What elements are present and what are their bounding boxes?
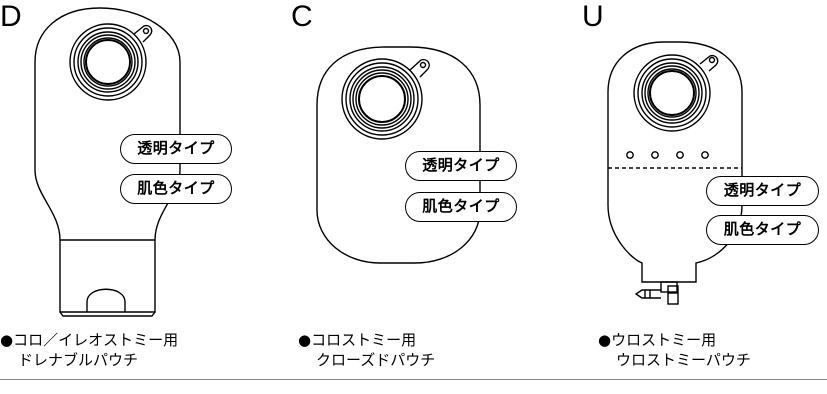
- pill-skin-type-c: 肌色タイプ: [405, 192, 517, 222]
- type-letter-c: C: [291, 0, 313, 33]
- closed-flange-ring: [341, 58, 423, 140]
- urostomy-pouch-drawing: [607, 41, 743, 305]
- caption-drainable-line1: ●コロ／イレオストミー用: [0, 331, 179, 349]
- pill-skin-type-d: 肌色タイプ: [120, 174, 232, 204]
- bottom-divider: [0, 379, 827, 380]
- drain-outlet-arch: [86, 288, 126, 312]
- urostomy-tab: [699, 54, 719, 72]
- urostomy-tab-hole: [708, 56, 716, 64]
- caption-drainable-line2: ドレナブルパウチ: [18, 351, 139, 369]
- caption-urostomy: ●ウロストミー用 ウロストミーパウチ: [598, 330, 751, 370]
- urostomy-tap-outlet: [634, 281, 679, 305]
- urostomy-pouch-outline: [607, 41, 743, 283]
- caption-closed-line2: クローズドパウチ: [316, 351, 436, 369]
- type-letter-d: D: [0, 0, 22, 33]
- urostomy-flange-ring: [633, 54, 711, 132]
- drainable-pouch-outline: [34, 7, 181, 313]
- drain-outlet-edge: [59, 311, 156, 317]
- pill-clear-type-c: 透明タイプ: [405, 151, 517, 181]
- closed-pouch-drawing: [316, 46, 481, 264]
- caption-closed-line1: ●コロストミー用: [298, 331, 417, 349]
- pill-clear-type-d: 透明タイプ: [120, 134, 232, 164]
- caption-urostomy-line1: ●ウロストミー用: [598, 331, 717, 349]
- closed-pouch-outline: [316, 46, 481, 264]
- drainable-flange-ring: [69, 23, 147, 101]
- valve-holes: [626, 151, 709, 159]
- closed-tab: [409, 58, 430, 78]
- drainable-pouch-drawing: [34, 7, 181, 317]
- closed-tab-hole: [419, 61, 427, 69]
- pill-skin-type-u: 肌色タイプ: [706, 215, 819, 245]
- caption-drainable: ●コロ／イレオストミー用 ドレナブルパウチ: [0, 330, 178, 370]
- pill-clear-type-u: 透明タイプ: [706, 176, 819, 206]
- drainable-tab-hole: [142, 27, 150, 35]
- caption-urostomy-line2: ウロストミーパウチ: [616, 351, 751, 369]
- drainable-tab: [133, 24, 153, 43]
- type-letter-u: U: [582, 0, 604, 33]
- caption-closed: ●コロストミー用 クローズドパウチ: [298, 330, 435, 370]
